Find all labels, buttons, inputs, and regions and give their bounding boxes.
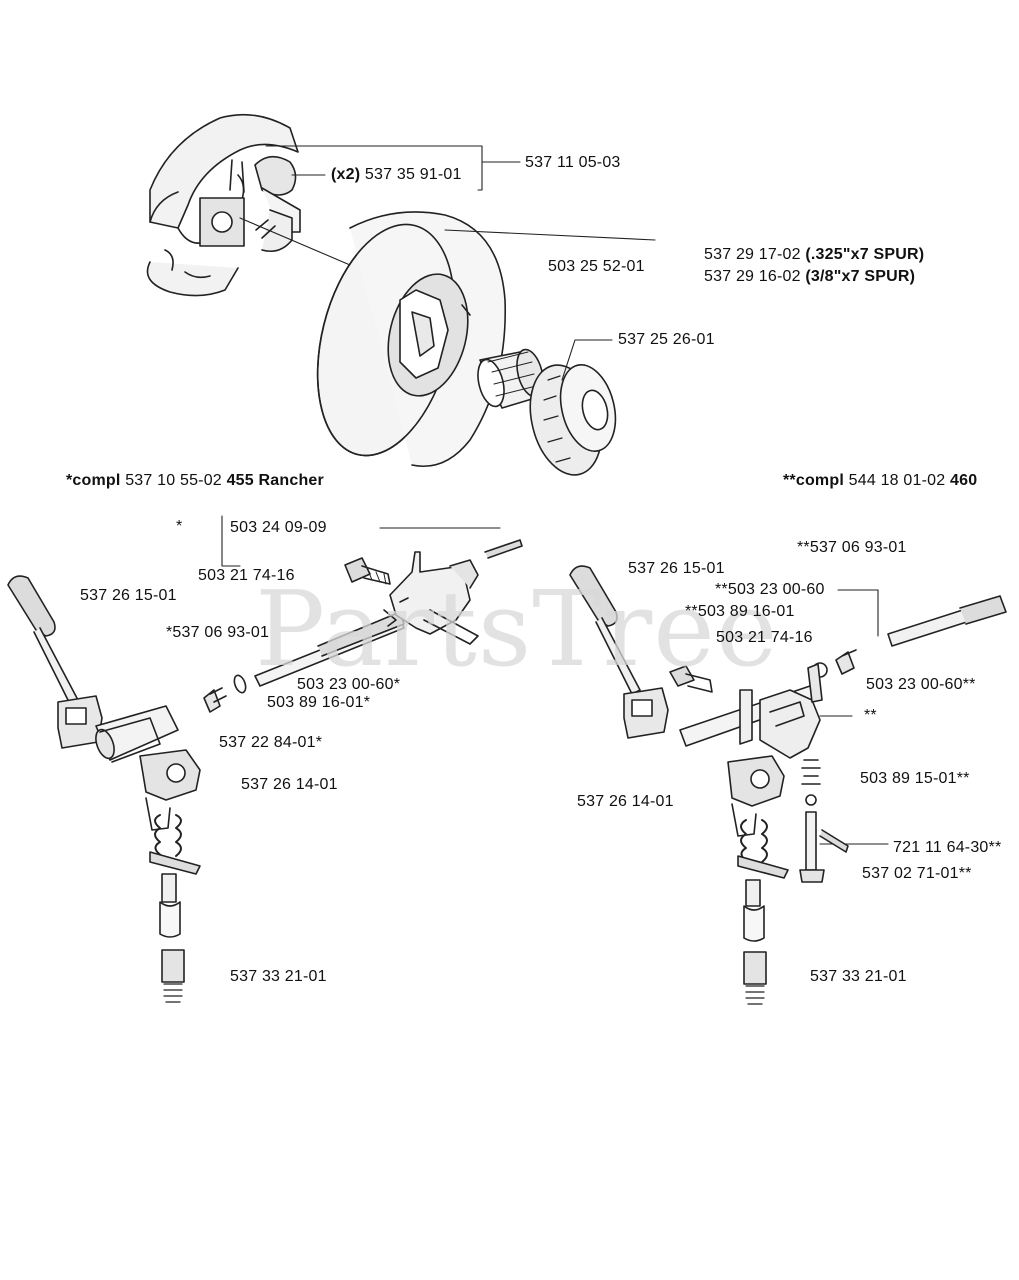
left-label-537-26-14-01: 537 26 14-01 — [241, 776, 338, 793]
right-label-537-02-71-01: 537 02 71-01** — [862, 865, 972, 882]
clutch-shoe-assembly-drawing — [146, 113, 301, 297]
label-shoe: (x2) 537 35 91-01 — [331, 166, 462, 183]
left-oil-pump-assembly-drawing — [7, 515, 523, 1003]
label-clutch-drum: 503 25 52-01 — [548, 258, 645, 275]
left-label-503-21-74-16: 503 21 74-16 — [198, 567, 295, 584]
right-assembly-header: **compl 544 18 01-02 460 — [783, 472, 978, 489]
right-label-537-26-15-01: 537 26 15-01 — [628, 560, 725, 577]
left-asterisk: * — [176, 518, 183, 535]
label-sprocket-325: 537 29 17-02 (.325"x7 SPUR) — [704, 246, 925, 263]
left-label-537-22-84-01: 537 22 84-01* — [219, 734, 323, 751]
left-label-503-89-16-01: 503 89 16-01* — [267, 694, 371, 711]
label-needle-bearing: 537 25 26-01 — [618, 331, 715, 348]
label-sprocket-38: 537 29 16-02 (3/8"x7 SPUR) — [704, 268, 916, 285]
right-label-503-21-74-16: 503 21 74-16 — [716, 629, 813, 646]
rim-sprocket-drawing — [529, 339, 617, 476]
left-assembly-header: *compl 537 10 55-02 455 Rancher — [66, 472, 324, 489]
left-label-537-33-21-01: 537 33 21-01 — [230, 968, 327, 985]
right-label-503-23-00-60-bottom: 503 23 00-60** — [866, 676, 976, 693]
left-label-503-24-09-09: 503 24 09-09 — [230, 519, 327, 536]
right-label-503-23-00-60-top: **503 23 00-60 — [715, 581, 825, 598]
needle-bearing-drawing — [477, 348, 544, 409]
left-label-537-06-93-01: *537 06 93-01 — [166, 624, 270, 641]
left-label-537-26-15-01: 537 26 15-01 — [80, 587, 177, 604]
right-label-503-89-15-01: 503 89 15-01** — [860, 770, 970, 787]
right-label-537-06-93-01: **537 06 93-01 — [797, 539, 907, 556]
right-label-503-89-16-01: **503 89 16-01 — [685, 603, 795, 620]
right-label-537-26-14-01: 537 26 14-01 — [577, 793, 674, 810]
left-label-503-23-00-60: 503 23 00-60* — [297, 676, 401, 693]
label-clutch-assembly: 537 11 05-03 — [525, 154, 621, 171]
clutch-leader-lines — [239, 145, 521, 266]
right-double-asterisk: ** — [864, 707, 877, 724]
clutch-drum-drawing — [316, 211, 656, 467]
right-oil-pump-assembly-drawing — [569, 565, 1007, 1005]
right-label-721-11-64-30: 721 11 64-30** — [893, 839, 1002, 856]
parts-tree-watermark: PartsTree™ — [255, 568, 802, 690]
right-label-537-33-21-01: 537 33 21-01 — [810, 968, 907, 985]
